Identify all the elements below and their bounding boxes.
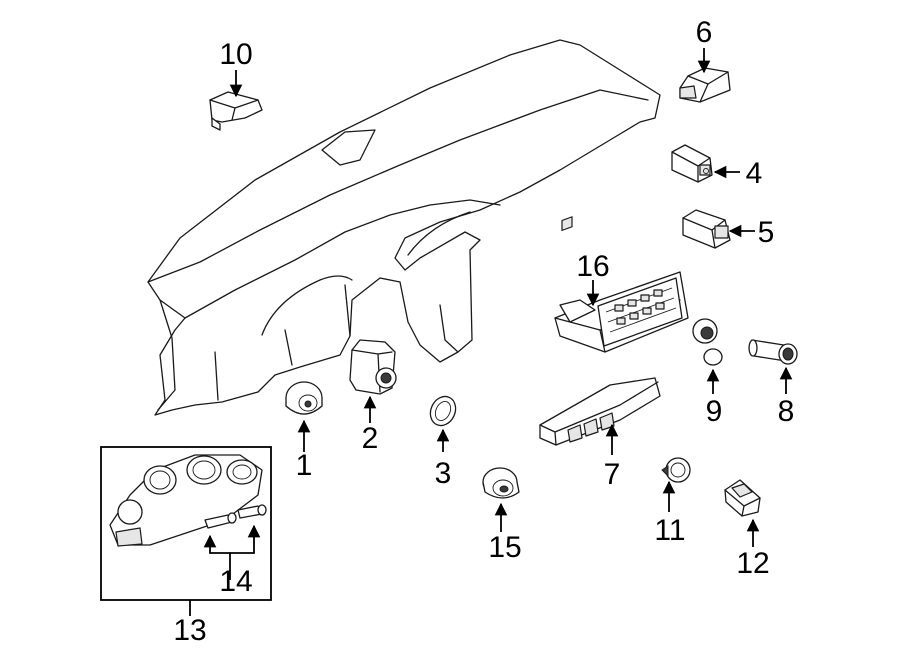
part-13-instrument-cluster — [109, 454, 263, 547]
callout-2: 2 — [362, 422, 379, 455]
part-1-headlamp-switch — [285, 381, 323, 415]
part-10-sensor — [209, 91, 263, 131]
callout-5: 5 — [758, 216, 775, 249]
callout-10: 10 — [219, 38, 252, 71]
callout-13: 13 — [173, 614, 206, 647]
leader-arrow-14a — [203, 534, 231, 580]
part-14-bulbs — [204, 504, 267, 529]
callout-3: 3 — [435, 457, 452, 490]
leader-arrow-14b — [230, 524, 261, 554]
callout-15: 15 — [488, 531, 521, 564]
callout-6: 6 — [696, 16, 713, 49]
part-9-cap — [692, 318, 723, 366]
part-16-climate-control — [554, 271, 689, 353]
part-7-switch-panel — [539, 216, 661, 446]
callout-12: 12 — [736, 547, 769, 580]
part-12-switch — [724, 479, 761, 517]
part-5-switch — [682, 209, 731, 249]
part-2-switch-housing — [349, 339, 397, 395]
callout-1: 1 — [296, 449, 313, 482]
callout-8: 8 — [778, 395, 795, 428]
callout-14: 14 — [219, 565, 252, 598]
callout-4: 4 — [746, 157, 763, 190]
part-6-sensor — [679, 67, 731, 103]
callout-7: 7 — [604, 458, 621, 491]
callout-11: 11 — [654, 514, 685, 547]
part-4-switch — [671, 144, 713, 183]
part-11-button — [661, 457, 691, 483]
part-13-box — [100, 446, 272, 601]
callout-16: 16 — [576, 250, 609, 283]
instrument-panel — [147, 39, 661, 416]
part-8-power-outlet — [748, 339, 798, 365]
part-3-bezel-ring — [429, 395, 457, 427]
callout-9: 9 — [706, 395, 723, 428]
part-15-button — [482, 467, 520, 499]
